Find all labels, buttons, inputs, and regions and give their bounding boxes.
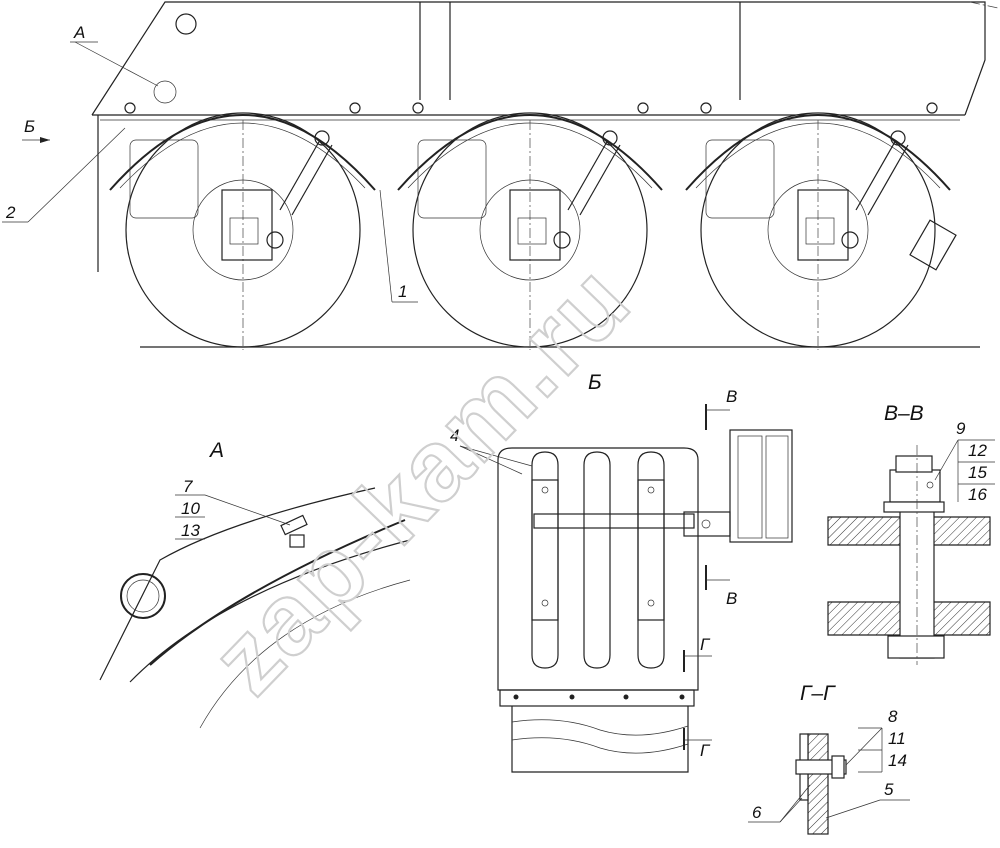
callout-8: 8 — [888, 707, 898, 726]
callout-1: 1 — [398, 282, 407, 301]
section-v-mark-top: В — [726, 387, 737, 406]
callout-4: 4 — [450, 426, 459, 445]
section-g-mark-bottom: Г — [700, 741, 711, 760]
callout-14: 14 — [888, 751, 907, 770]
section-vv-title: В–В — [884, 402, 924, 425]
section-gg-title: Г–Г — [800, 682, 836, 705]
callout-5: 5 — [884, 780, 894, 799]
callout-10: 10 — [181, 499, 200, 518]
section-g-mark-top: Г — [700, 635, 711, 654]
callout-11: 11 — [888, 729, 906, 748]
trailer-side-view: А Б 2 1 — [2, 1, 999, 350]
callout-6: 6 — [752, 803, 762, 822]
callout-13: 13 — [181, 521, 200, 540]
view-b-title: Б — [588, 371, 602, 394]
detail-view-a: А 7 10 13 — [99, 439, 411, 729]
callout-16: 16 — [968, 485, 987, 504]
arrow-view-b: Б — [24, 117, 35, 136]
callout-12: 12 — [968, 441, 987, 460]
section-vv: В–В 9 12 15 16 — [827, 402, 995, 665]
watermark: zap-kam.ru — [190, 243, 651, 715]
callout-view-a: А — [73, 23, 85, 42]
axle-1 — [109, 112, 376, 350]
callout-2: 2 — [5, 203, 16, 222]
axle-3 — [685, 112, 957, 350]
callout-7: 7 — [183, 477, 193, 496]
view-a-title: А — [208, 439, 224, 462]
callout-9: 9 — [956, 419, 966, 438]
axle-2 — [397, 112, 663, 350]
callout-15: 15 — [968, 463, 987, 482]
detail-view-b: Б 4 В В Г — [450, 371, 793, 773]
section-v-mark-bottom: В — [726, 589, 737, 608]
section-gg: Г–Г 8 11 14 5 6 — [748, 682, 910, 835]
